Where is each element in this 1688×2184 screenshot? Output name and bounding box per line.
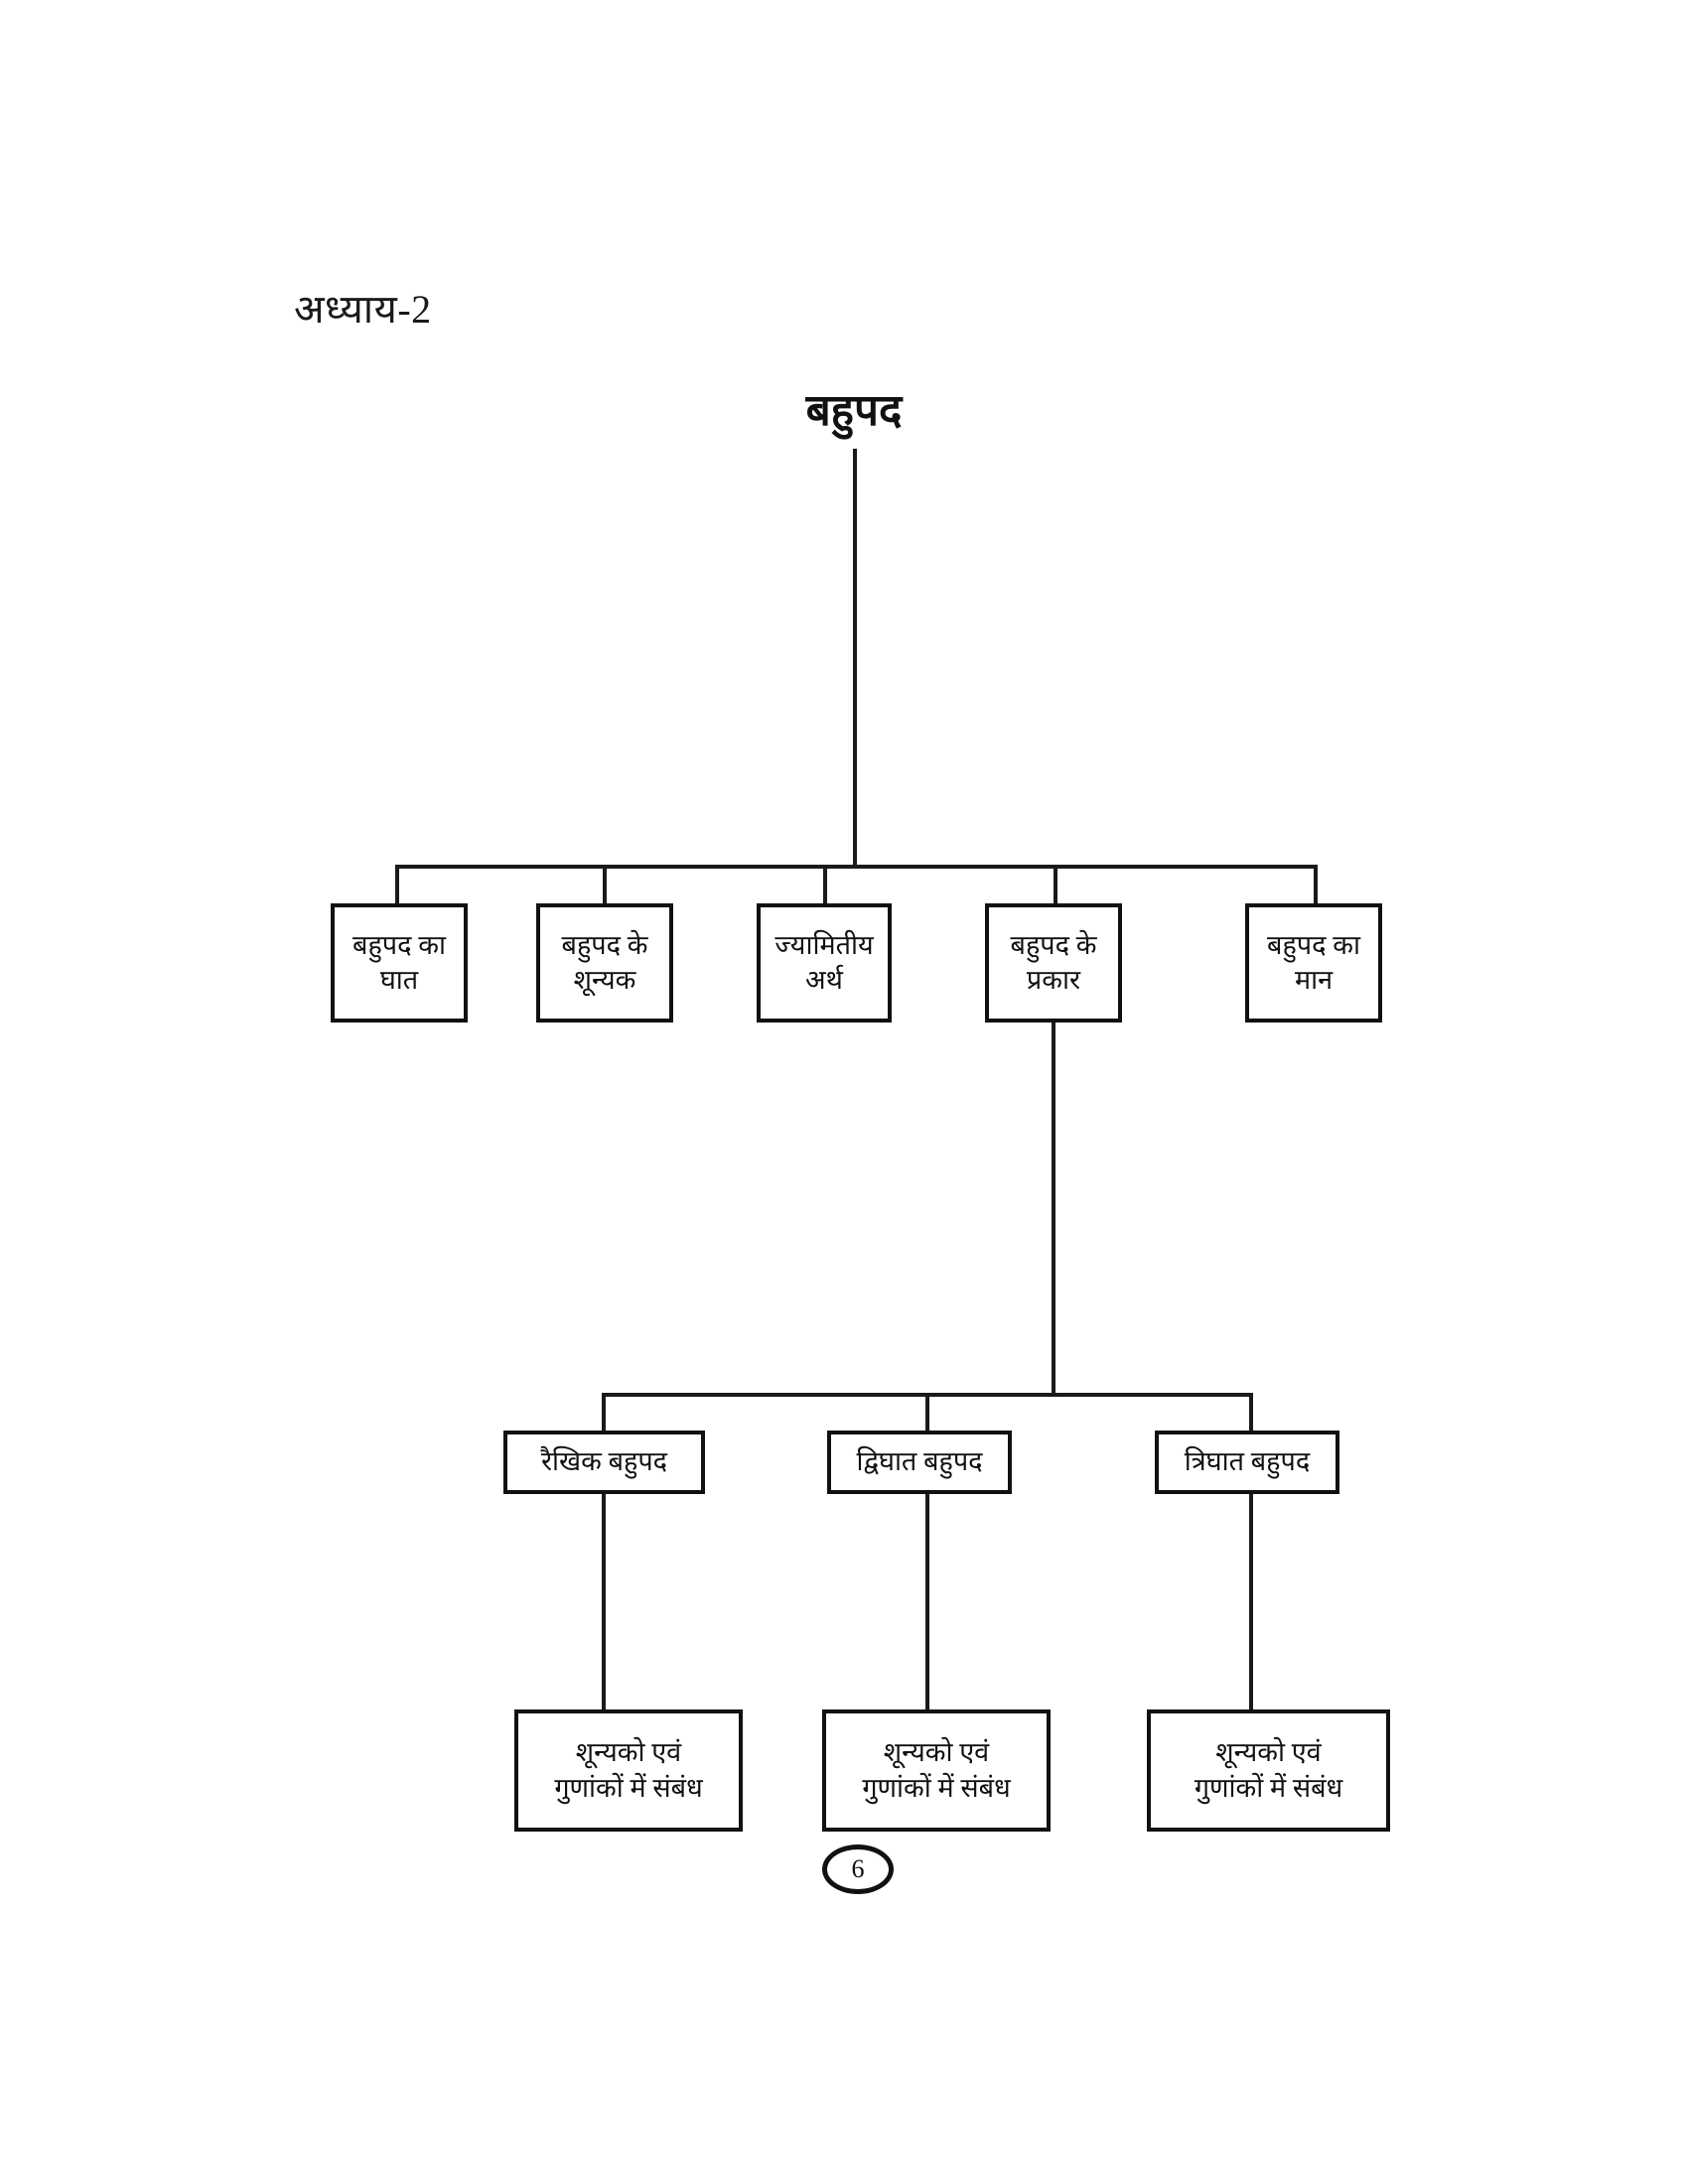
node-label-line2: गुणांकों में संबंध [1194, 1772, 1343, 1803]
node-label-line1: द्विघात बहुपद [856, 1446, 983, 1477]
node-label-line2: मान [1294, 965, 1334, 995]
chapter-label: अध्याय-2 [294, 287, 432, 332]
connector-level3-stem-3 [1249, 1494, 1253, 1711]
node-label-line1: ज्यामितीय [774, 929, 874, 960]
tree-root-label: बहुपद [805, 386, 903, 435]
node-label-line1: बहुपद के [561, 929, 648, 960]
connector-root-stem [853, 449, 857, 869]
node-label-line2: गुणांकों में संबंध [862, 1772, 1011, 1803]
node-zeroes-coefficients-relation-linear[interactable]: शून्यको एवं गुणांकों में संबंध [514, 1709, 743, 1832]
node-geometrical-meaning[interactable]: ज्यामितीय अर्थ [757, 903, 892, 1023]
page-number-value: 6 [851, 1854, 865, 1883]
connector-level1-drop-1 [395, 865, 399, 905]
connector-level1-drop-4 [1054, 865, 1057, 905]
connector-level2-drop-3 [1249, 1393, 1253, 1433]
node-cubic-polynomial[interactable]: त्रिघात बहुपद [1155, 1431, 1339, 1494]
node-label-line2: शून्यक [573, 965, 636, 995]
connector-types-stem [1052, 1023, 1055, 1395]
node-label-line1: शून्यको एवं [1215, 1737, 1322, 1768]
connector-level1-bus [395, 865, 1318, 869]
node-label-line2: अर्थ [805, 965, 843, 995]
connector-level1-drop-2 [603, 865, 607, 905]
page-number-badge: 6 [822, 1844, 894, 1894]
node-label-line2: घात [379, 965, 419, 995]
node-zeroes-coefficients-relation-quadratic[interactable]: शून्यको एवं गुणांकों में संबंध [822, 1709, 1051, 1832]
node-value-of-polynomial[interactable]: बहुपद का मान [1245, 903, 1382, 1023]
connector-level2-drop-1 [602, 1393, 606, 1433]
node-zeroes-coefficients-relation-cubic[interactable]: शून्यको एवं गुणांकों में संबंध [1147, 1709, 1390, 1832]
connector-level3-stem-1 [602, 1494, 606, 1711]
node-label-line1: बहुपद का [1267, 929, 1360, 960]
node-label-line2: प्रकार [1026, 965, 1081, 995]
node-degree-of-polynomial[interactable]: बहुपद का घात [331, 903, 468, 1023]
connector-level1-drop-5 [1314, 865, 1318, 905]
connector-level3-stem-2 [925, 1494, 929, 1711]
node-label-line1: बहुपद का [352, 929, 446, 960]
connector-level1-drop-3 [823, 865, 827, 905]
node-label-line2: गुणांकों में संबंध [554, 1772, 703, 1803]
node-label-line1: रैखिक बहुपद [540, 1446, 668, 1477]
node-quadratic-polynomial[interactable]: द्विघात बहुपद [827, 1431, 1012, 1494]
connector-level2-drop-2 [925, 1393, 929, 1433]
node-types-of-polynomial[interactable]: बहुपद के प्रकार [985, 903, 1122, 1023]
node-label-line1: शून्यको एवं [883, 1737, 990, 1768]
node-label-line1: शून्यको एवं [575, 1737, 682, 1768]
node-label-line1: त्रिघात बहुपद [1184, 1446, 1311, 1477]
node-label-line1: बहुपद के [1010, 929, 1097, 960]
node-zeroes-of-polynomial[interactable]: बहुपद के शून्यक [536, 903, 673, 1023]
node-linear-polynomial[interactable]: रैखिक बहुपद [503, 1431, 705, 1494]
